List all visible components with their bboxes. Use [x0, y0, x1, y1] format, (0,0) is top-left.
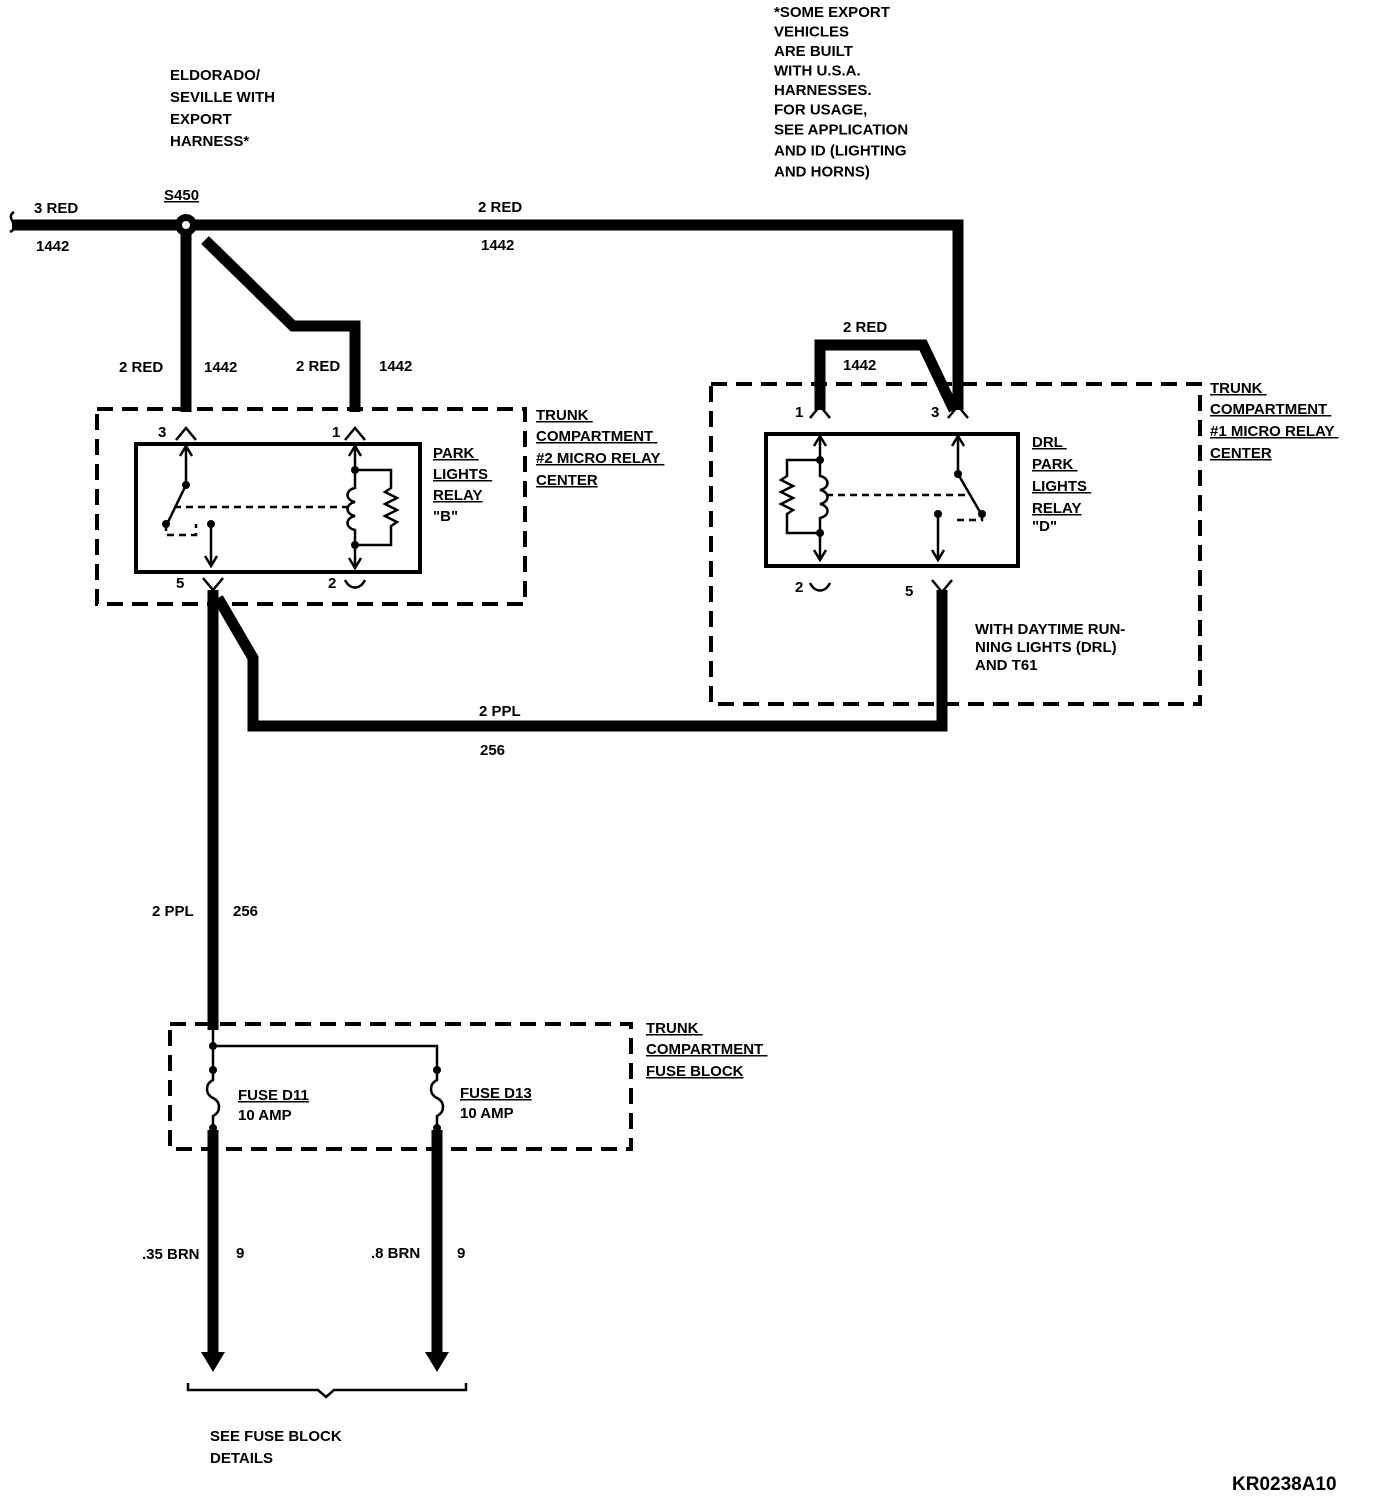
pin-connector — [343, 579, 367, 589]
wire-label: 2 RED — [119, 359, 163, 376]
relay-center-2-name: TRUNK COMPARTMENT #2 MICRO RELAY CENTER — [536, 407, 664, 489]
wire-label: 2 PPL — [152, 903, 194, 920]
fuse-d13-name: FUSE D13 — [460, 1085, 532, 1102]
wire-labels: 3 RED 1442 S450 2 RED 1442 2 RED 1442 2 … — [34, 187, 887, 1263]
relay-d-pin1-label: 1 — [795, 404, 803, 421]
pin-connector — [947, 404, 969, 419]
relay-d-pin3-label: 3 — [931, 404, 939, 421]
wire-relay-b-pin1 — [201, 236, 361, 412]
relay-center-1-dashed-border — [709, 382, 1202, 706]
fuse-d11-name: FUSE D11 — [238, 1087, 309, 1104]
relay-center-2-dashed-border — [95, 407, 527, 606]
fuse-d13-symbol — [429, 1070, 445, 1128]
wire-circuit: 1442 — [481, 237, 514, 254]
wire-ppl-horizontal — [213, 590, 948, 732]
wires — [12, 219, 964, 1360]
fuse-block: FUSE D11 10 AMP FUSE D13 10 AMP TRUNK CO… — [168, 1020, 767, 1151]
wire-relay-d-pin1 — [814, 339, 959, 413]
wire-circuit: 9 — [236, 1245, 244, 1262]
fuse-d11-symbol — [205, 1046, 221, 1128]
splice-s450-center — [182, 221, 190, 229]
diagram-id: KR0238A10 — [1232, 1474, 1337, 1495]
park-lights-relay-id: "B" — [433, 508, 458, 525]
relay-center-2: 3 1 5 2 PARK LIGHTS RELAY "B" TRUNK COMP… — [95, 407, 664, 606]
fuse-block-name: TRUNK COMPARTMENT FUSE BLOCK — [646, 1020, 767, 1080]
fuse-details-note: SEE FUSE BLOCK DETAILS — [210, 1428, 346, 1467]
arrow-down-left — [201, 1352, 225, 1372]
wire-label: .35 BRN — [142, 1246, 200, 1263]
wire-label: 2 RED — [296, 358, 340, 375]
harness-note: ELDORADO/ SEVILLE WITH EXPORT HARNESS* — [170, 67, 279, 150]
pin-connector — [202, 577, 224, 592]
wire-break-symbol — [9, 210, 16, 234]
drl-park-lights-relay-label: DRL PARK LIGHTS RELAY — [1032, 434, 1091, 517]
park-lights-relay-b-box — [134, 442, 422, 574]
pin-connector — [344, 426, 366, 441]
pin-connector — [808, 582, 832, 592]
wire-circuit: 256 — [480, 742, 505, 759]
wire-circuit: 256 — [233, 903, 258, 920]
wire-circuit: 1442 — [843, 357, 876, 374]
wire-circuit: 9 — [457, 1245, 465, 1262]
relay-b-pin3-label: 3 — [158, 424, 166, 441]
arrow-down-right — [425, 1352, 449, 1372]
wire-top-run — [186, 219, 964, 410]
relay-center-1-name: TRUNK COMPARTMENT #1 MICRO RELAY CENTER — [1210, 380, 1338, 462]
pin-connector — [809, 404, 831, 419]
relay-d-pin2-label: 2 — [795, 579, 803, 596]
drl-note: WITH DAYTIME RUN- NING LIGHTS (DRL) AND … — [975, 621, 1129, 674]
fuse-d11-rating: 10 AMP — [238, 1107, 292, 1124]
park-lights-relay-label: PARK LIGHTS RELAY — [433, 445, 492, 504]
wire-label: 2 RED — [843, 319, 887, 336]
fuse-details-brace — [186, 1383, 468, 1399]
wire-label: .8 BRN — [371, 1245, 420, 1262]
fuse-block-dashed-border — [168, 1022, 633, 1151]
relay-center-1: 1 3 2 5 DRL PARK LIGHTS RELAY "D" TRUNK … — [709, 380, 1338, 706]
wire-label: 2 RED — [478, 199, 522, 216]
relay-b-pin1-label: 1 — [332, 424, 340, 441]
wire-circuit: 1442 — [204, 359, 237, 376]
wire-label: 3 RED — [34, 200, 78, 217]
wire-circuit: 1442 — [36, 238, 69, 255]
splice-label: S450 — [164, 187, 199, 204]
wire-circuit: 1442 — [379, 358, 412, 375]
relay-d-pin5-label: 5 — [905, 583, 913, 600]
relay-b-pin2-label: 2 — [328, 575, 336, 592]
wire-label: 2 PPL — [479, 703, 521, 720]
pin-connector — [175, 426, 197, 441]
drl-park-lights-relay-id: "D" — [1032, 518, 1057, 535]
relay-b-pin5-label: 5 — [176, 575, 184, 592]
pin-connector — [931, 579, 953, 594]
drl-park-lights-relay-d-box — [764, 432, 1020, 568]
export-note: *SOME EXPORT VEHICLES ARE BUILT WITH U.S… — [774, 4, 912, 181]
fuse-d13-rating: 10 AMP — [460, 1105, 514, 1122]
